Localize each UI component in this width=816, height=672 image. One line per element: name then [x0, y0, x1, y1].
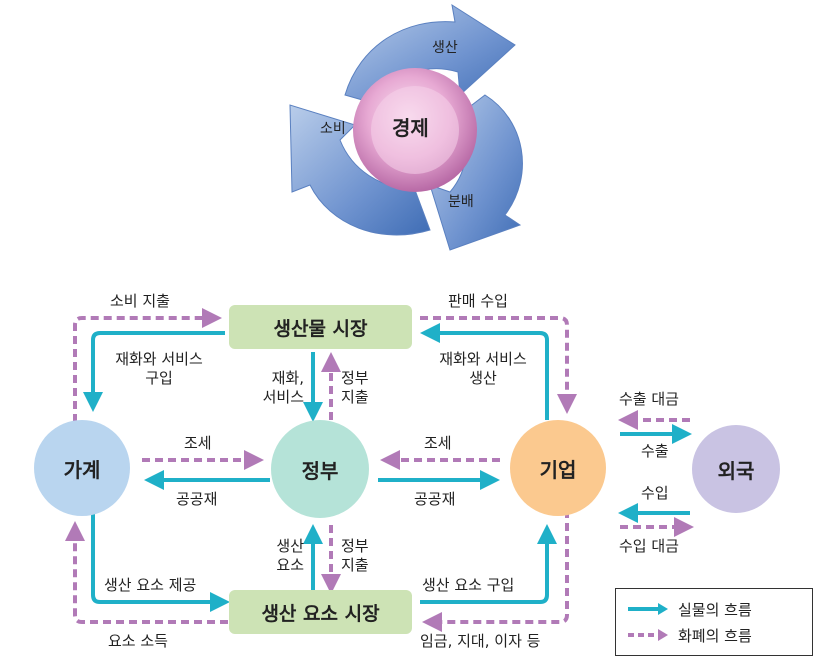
- legend-money-flow: 화폐의 흐름: [626, 624, 752, 646]
- market-product: 생산물 시장: [229, 305, 412, 349]
- flow-arrows: [65, 308, 694, 632]
- label-import: 수입: [641, 484, 669, 502]
- node-foreign: 외국: [692, 425, 780, 513]
- node-firm: 기업: [510, 420, 606, 516]
- arrow-goods-purchase: [83, 331, 225, 412]
- legend-money-flow-label: 화폐의 흐름: [678, 626, 752, 645]
- label-tax-household: 조세: [184, 434, 212, 452]
- arrow-factor-purchase: [420, 524, 557, 604]
- node-government: 정부: [271, 420, 369, 518]
- node-household: 가계: [34, 420, 130, 516]
- label-gov-goods: 재화, 서비스: [262, 369, 304, 406]
- label-gov-factor: 생산 요소: [276, 537, 304, 574]
- label-public-goods-firm: 공공재: [414, 490, 456, 508]
- label-tax-firm: 조세: [424, 434, 452, 452]
- label-gov-spending-bottom: 정부 지출: [341, 537, 369, 574]
- legend: 실물의 흐름 화폐의 흐름: [615, 588, 813, 656]
- arrow-factor-income: [65, 521, 228, 624]
- label-factor-purchase: 생산 요소 구입: [422, 576, 515, 594]
- label-import-payment: 수입 대금: [619, 537, 679, 555]
- label-wages-rent-interest: 임금, 지대, 이자 등: [420, 632, 541, 650]
- cycle-center-label: 경제: [392, 116, 429, 140]
- legend-real-flow-swatch: [628, 603, 668, 615]
- label-factor-supply: 생산 요소 제공: [104, 576, 197, 594]
- label-gov-spending-top: 정부 지출: [341, 369, 369, 406]
- label-export: 수출: [641, 442, 669, 460]
- label-goods-purchase: 재화와 서비스 구입: [115, 350, 203, 387]
- arrow-consumption-spending: [73, 308, 222, 422]
- label-export-payment: 수출 대금: [619, 390, 679, 408]
- legend-money-flow-swatch: [628, 629, 668, 641]
- arrow-sales-revenue: [420, 316, 577, 414]
- market-factor: 생산 요소 시장: [229, 590, 412, 634]
- arrow-factor-supply: [91, 512, 230, 612]
- label-sales-revenue: 판매 수입: [448, 292, 508, 310]
- label-goods-production: 재화와 서비스 생산: [439, 350, 527, 387]
- cycle-label-consumption: 소비: [320, 121, 346, 137]
- legend-real-flow: 실물의 흐름: [626, 598, 752, 620]
- label-consumption-spending: 소비 지출: [110, 292, 170, 310]
- legend-real-flow-label: 실물의 흐름: [678, 600, 752, 619]
- cycle-label-production: 생산: [432, 40, 458, 56]
- arrow-wages-rent-interest: [422, 510, 569, 632]
- arrow-goods-production: [420, 323, 549, 420]
- economy-cycle-graphic: [289, 3, 523, 251]
- label-public-goods-household: 공공재: [176, 490, 218, 508]
- cycle-label-distribution: 분배: [448, 194, 474, 210]
- label-factor-income: 요소 소득: [108, 632, 168, 650]
